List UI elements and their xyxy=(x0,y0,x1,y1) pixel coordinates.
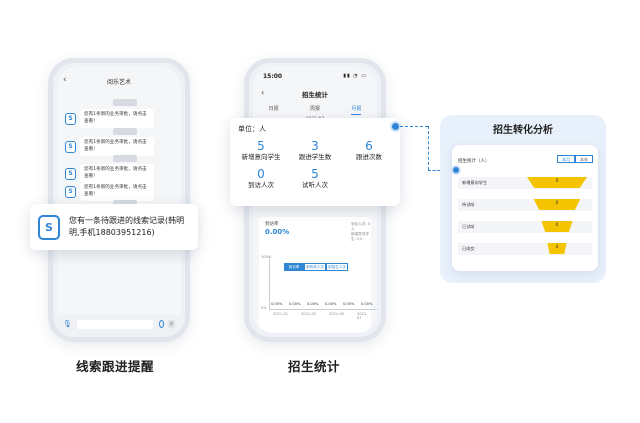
segment-this-month[interactable]: 本月 xyxy=(557,155,575,163)
stat-visits: 0 到访人次 xyxy=(234,168,288,190)
stat-label: 新增意向学生 xyxy=(241,153,281,161)
stat-label: 跟进学生数 xyxy=(298,153,332,161)
chat-message[interactable]: S 您有1条新的业务审批，请点击查看! xyxy=(65,182,154,201)
stat-value: 5 xyxy=(311,167,319,181)
legend-new-students: 新增意向学生: 0人 xyxy=(351,232,369,241)
stat-value: 3 xyxy=(311,139,319,153)
message-input[interactable] xyxy=(76,319,153,329)
stat-follow-ups: 6 跟进次数 xyxy=(342,140,396,162)
funnel-row-label: 已成交 xyxy=(462,246,475,251)
stat-label: 试听人次 xyxy=(302,181,328,189)
stat-followed-students: 3 跟进学生数 xyxy=(288,140,342,162)
chat-message[interactable]: S 您有1条新的业务审批，请点击查看! xyxy=(65,109,154,128)
stat-value: 5 xyxy=(257,139,265,153)
data-label: 0.00% xyxy=(307,302,319,306)
data-label: 0.00% xyxy=(289,302,301,306)
brand-logo-icon: S xyxy=(65,112,76,125)
funnel-card: 招生统计（人） 本月 本年 新增意向学生 0 待试听 0 已试听 0 已成交 4 xyxy=(452,145,598,271)
funnel-row-label: 已试听 xyxy=(462,224,475,229)
microphone-icon[interactable]: 🎙 xyxy=(63,320,72,328)
caption-lead-reminder: 线索跟进提醒 xyxy=(76,359,155,374)
tab-daily[interactable]: 日报 xyxy=(268,106,279,112)
tab-weekly[interactable]: 周报 xyxy=(309,106,320,112)
x-axis xyxy=(269,309,377,310)
chat-input-bar: 🎙 发送 xyxy=(57,315,181,333)
y-tick-top: 100% xyxy=(261,255,272,259)
funnel-bar: 4 xyxy=(547,243,567,254)
y-tick-zero: 0% xyxy=(261,306,267,310)
funnel-row-label: 新增意向学生 xyxy=(462,180,488,185)
stat-value: 6 xyxy=(365,139,373,153)
status-time: 15:00 xyxy=(263,73,283,80)
report-tabs: 日报 周报 月报 xyxy=(253,105,377,115)
back-arrow-icon[interactable]: ‹ xyxy=(261,88,265,97)
message-bubble[interactable]: 您有1条新的业务审批，请点击查看! xyxy=(80,164,154,183)
stat-label: 跟进次数 xyxy=(356,153,382,161)
timestamp-chip xyxy=(113,128,137,135)
brand-logo-icon: S xyxy=(38,214,60,240)
chart-legend: 到访人次: 0人 新增意向学生: 0人 xyxy=(351,222,371,242)
chat-header: ‹ 阅乐艺术 xyxy=(57,67,181,97)
funnel-row xyxy=(458,243,592,255)
message-bubble[interactable]: 您有1条新的业务审批，请点击查看! xyxy=(80,137,154,156)
segment-this-year[interactable]: 本年 xyxy=(575,155,593,163)
timestamp-chip xyxy=(113,99,137,106)
data-label: 0.00% xyxy=(325,302,337,306)
x-tick: 2021-01 xyxy=(273,312,289,316)
emoji-icon[interactable] xyxy=(158,320,164,328)
follow-up-notification[interactable]: S 您有一条待跟进的线索记录(韩明明,手机18803951216) xyxy=(30,204,198,250)
funnel-bar: 0 xyxy=(541,221,573,232)
panel-title: 招生转化分析 xyxy=(493,125,553,136)
y-axis xyxy=(269,257,270,309)
data-label: 0.00% xyxy=(361,302,373,306)
tab-monthly[interactable]: 月报 xyxy=(351,105,362,115)
connector-line xyxy=(400,126,428,127)
caption-enrollment-stats: 招生统计 xyxy=(288,359,341,374)
x-tick: 2021-07 xyxy=(357,312,368,320)
visit-rate-label: 到访率 xyxy=(265,222,279,227)
data-label: 0.00% xyxy=(271,302,283,306)
stats-summary-card: 单位：人 5 新增意向学生 3 跟进学生数 6 跟进次数 0 到访人次 5 试听… xyxy=(230,118,400,206)
connector-dot xyxy=(392,123,399,130)
funnel-bar: 0 xyxy=(527,177,587,188)
left-phone-screen: ‹ 阅乐艺术 S 您有1条新的业务审批，请点击查看! S 您有1条新的业务审批，… xyxy=(57,67,181,333)
chat-title: 阅乐艺术 xyxy=(106,79,131,86)
connector-dot xyxy=(453,167,459,173)
brand-logo-icon: S xyxy=(65,140,76,153)
x-tick: 2021-03 xyxy=(301,312,317,316)
unit-label: 单位：人 xyxy=(238,125,266,133)
brand-logo-icon: S xyxy=(65,185,76,198)
data-label: 0.00% xyxy=(343,302,355,306)
timestamp-chip xyxy=(113,155,137,162)
tab-enroll-visits[interactable]: 到招生人次 xyxy=(326,263,348,271)
brand-logo-icon: S xyxy=(65,167,76,180)
funnel-bar: 0 xyxy=(533,199,581,210)
stat-trial-lessons: 5 试听人次 xyxy=(288,168,342,190)
message-bubble[interactable]: 您有1条新的业务审批，请点击查看! xyxy=(80,182,154,201)
notification-text: 您有一条待跟进的线索记录(韩明明,手机18803951216) xyxy=(69,216,185,237)
visit-rate-chart-card: 到访率 0.00% 到访人次: 0人 新增意向学生: 0人 100% 0% 0.… xyxy=(259,217,377,333)
x-tick: 2021-05 xyxy=(329,312,345,316)
stat-new-students: 5 新增意向学生 xyxy=(234,140,288,162)
tab-visit-rate[interactable]: 到访率 xyxy=(284,263,304,271)
visit-rate-value: 0.00% xyxy=(265,228,290,236)
filter-label: 招生统计（人） xyxy=(458,159,490,164)
tab-valid-visits[interactable]: 到有效人次 xyxy=(304,263,326,271)
timestamp-chip xyxy=(113,200,137,207)
funnel-row-label: 待试听 xyxy=(462,202,475,207)
signal-wifi-battery-icon: ▮▮ ◔ ▭ xyxy=(343,73,367,79)
left-phone-frame: ‹ 阅乐艺术 S 您有1条新的业务审批，请点击查看! S 您有1条新的业务审批，… xyxy=(48,58,190,342)
chat-message[interactable]: S 您有1条新的业务审批，请点击查看! xyxy=(65,164,154,183)
stat-value: 0 xyxy=(257,167,265,181)
chat-message[interactable]: S 您有1条新的业务审批，请点击查看! xyxy=(65,137,154,156)
legend-visits: 到访人次: 0人 xyxy=(351,222,371,231)
message-bubble[interactable]: 您有1条新的业务审批，请点击查看! xyxy=(80,109,154,128)
page-title: 招生统计 xyxy=(302,91,328,99)
send-button[interactable]: 发送 xyxy=(167,320,175,333)
stat-label: 到访人次 xyxy=(248,181,274,189)
connector-line xyxy=(428,126,429,170)
back-arrow-icon[interactable]: ‹ xyxy=(63,75,67,85)
